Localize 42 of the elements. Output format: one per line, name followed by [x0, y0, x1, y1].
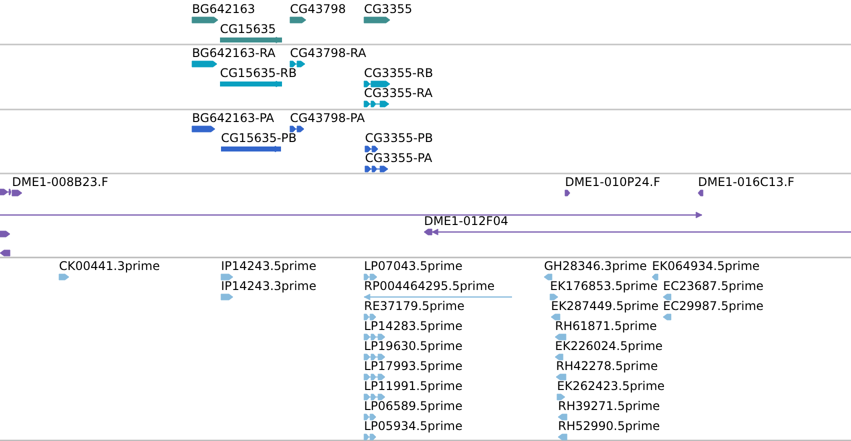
feature-label: CG43798 — [290, 2, 346, 16]
feature-label: CG43798-RA — [290, 46, 366, 60]
feature-label: CG15635-RB — [220, 66, 297, 80]
feature-label: CG43798-PA — [290, 111, 365, 125]
feature-label: DME1-008B23.F — [12, 175, 108, 189]
feature-label: RH61871.5prime — [555, 319, 657, 333]
feature-label: DME1-016C13.F — [698, 175, 794, 189]
feature-label: RH42278.5prime — [556, 359, 658, 373]
feature-label: IP14243.5prime — [221, 259, 316, 273]
feature-label: DME1-010P24.F — [565, 175, 660, 189]
feature-label: BG642163-RA — [192, 46, 276, 60]
feature-label: EK287449.5prime — [551, 299, 659, 313]
feature-label: LP07043.5prime — [364, 259, 463, 273]
feature-label: EK176853.5prime — [550, 279, 658, 293]
feature-label: RP004464295.5prime — [364, 279, 495, 293]
feature-label: RH39271.5prime — [558, 399, 660, 413]
feature-label: LP14283.5prime — [364, 319, 463, 333]
feature-label: RE37179.5prime — [364, 299, 464, 313]
feature-label: GH28346.3prime — [544, 259, 647, 273]
feature-label: BG642163-PA — [192, 111, 274, 125]
feature-label: BG642163 — [192, 2, 256, 16]
feature-label: EK226024.5prime — [555, 339, 663, 353]
feature-label: EC29987.5prime — [663, 299, 764, 313]
feature-label: RH52990.5prime — [558, 419, 660, 433]
feature-label: CK00441.3prime — [59, 259, 160, 273]
feature-label: CG3355-PA — [365, 151, 432, 165]
feature-label: EK064934.5prime — [652, 259, 760, 273]
feature-label: IP14243.3prime — [221, 279, 316, 293]
feature-label: LP17993.5prime — [364, 359, 463, 373]
feature-label: CG15635 — [220, 22, 276, 36]
feature-label: LP05934.5prime — [364, 419, 463, 433]
feature-label: DME1-012F04 — [424, 214, 508, 228]
feature-label: CG15635-PB — [221, 131, 297, 145]
feature-label: CG3355-RA — [364, 86, 433, 100]
feature-label: EC23687.5prime — [663, 279, 764, 293]
feature-label: CG3355 — [364, 2, 412, 16]
feature-label: LP19630.5prime — [364, 339, 463, 353]
feature-label: EK262423.5prime — [557, 379, 665, 393]
feature-label: CG3355-RB — [364, 66, 434, 80]
feature-label: CG3355-PB — [365, 131, 434, 145]
feature-label: LP06589.5prime — [364, 399, 463, 413]
feature-label: LP11991.5prime — [364, 379, 463, 393]
